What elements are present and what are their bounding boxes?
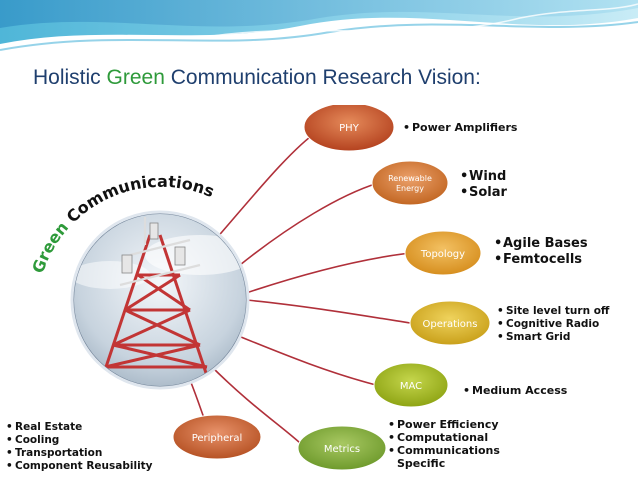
- tower-image: [70, 210, 255, 390]
- bullet-item: Power Amplifiers: [403, 121, 517, 134]
- connector-mac: [236, 335, 376, 385]
- bullet-item: Communications: [388, 444, 500, 457]
- node-operations-label: Operations: [423, 319, 478, 330]
- bullet-item: Site level turn off: [497, 305, 609, 318]
- node-peripheral: Peripheral: [173, 415, 261, 459]
- node-phy: PHY: [304, 105, 394, 151]
- bullet-item: Component Reusability: [6, 460, 153, 473]
- node-phy-label: PHY: [339, 123, 360, 134]
- bullet-item: Real Estate: [6, 421, 153, 434]
- node-renewable: Renewable Energy: [372, 161, 448, 205]
- page-title: Holistic Green Communication Research Vi…: [33, 66, 481, 90]
- bullet-item: Medium Access: [463, 384, 567, 397]
- bullet-item: Wind: [460, 169, 507, 185]
- bullet-item: Solar: [460, 185, 507, 201]
- title-highlight: Green: [107, 66, 165, 89]
- title-suffix: Communication Research Vision:: [165, 66, 481, 89]
- bullet-item: Computational: [388, 431, 500, 444]
- title-prefix: Holistic: [33, 66, 107, 89]
- bullets-metrics: Power Efficiency Computational Communica…: [388, 418, 500, 470]
- node-metrics-label: Metrics: [324, 444, 360, 455]
- node-topology: Topology: [405, 231, 481, 275]
- connector-operations: [246, 300, 410, 323]
- bullets-operations: Site level turn off Cognitive Radio Smar…: [497, 305, 609, 344]
- connector-phy: [215, 131, 318, 240]
- node-operations: Operations: [410, 301, 490, 345]
- node-topology-label: Topology: [420, 249, 465, 260]
- bullet-item: Transportation: [6, 447, 153, 460]
- node-renewable-label-2: Energy: [396, 184, 424, 193]
- bullet-item: Cognitive Radio: [497, 318, 609, 331]
- connector-topology: [246, 253, 410, 293]
- bullets-peripheral: Real Estate Cooling Transportation Compo…: [6, 421, 153, 473]
- node-mac: MAC: [374, 363, 448, 407]
- bullet-item: Smart Grid: [497, 331, 609, 344]
- bullet-item: Cooling: [6, 434, 153, 447]
- node-mac-label: MAC: [400, 381, 422, 392]
- bullet-item: Agile Bases: [494, 236, 588, 252]
- header-wave: [0, 0, 638, 70]
- connector-renewable: [240, 183, 378, 265]
- bullet-item: Power Efficiency: [388, 418, 500, 431]
- bullets-topology: Agile Bases Femtocells: [494, 236, 588, 268]
- diagram-panel: Green Communications PHY Renewable Energ…: [0, 105, 638, 479]
- node-renewable-label-1: Renewable: [388, 174, 432, 183]
- bullet-item-continuation: Specific: [388, 457, 500, 470]
- bullet-item: Femtocells: [494, 252, 588, 268]
- node-peripheral-label: Peripheral: [192, 433, 243, 444]
- node-metrics: Metrics: [298, 426, 386, 470]
- bullets-renewable: Wind Solar: [460, 169, 507, 201]
- bullets-mac: Medium Access: [463, 384, 567, 397]
- bullets-phy: Power Amplifiers: [403, 121, 517, 134]
